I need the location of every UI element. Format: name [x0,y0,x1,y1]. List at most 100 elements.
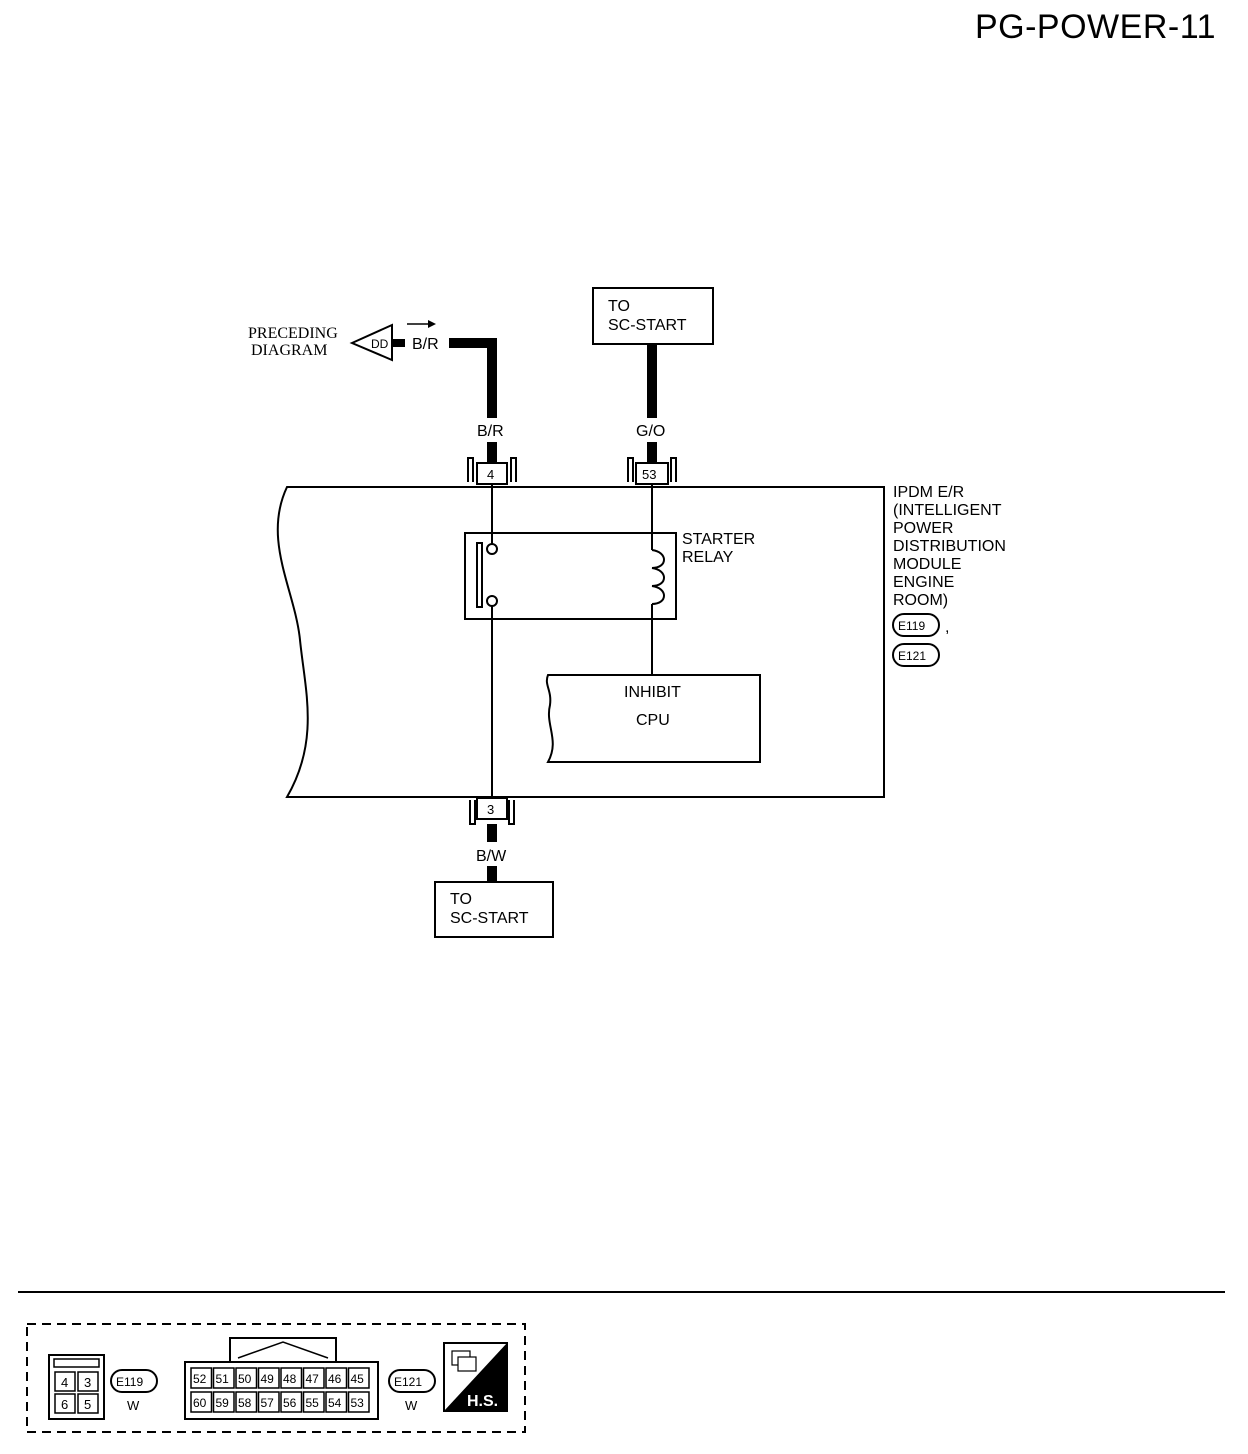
cpu-label-2: CPU [636,712,670,729]
e121-top-row: 52 51 50 49 48 47 46 45 [190,1367,370,1389]
e121-pin: 55 [306,1396,320,1410]
e121-pin-cell [325,1391,348,1413]
connector-legend-box [26,1323,526,1433]
e121-pin: 47 [306,1372,320,1386]
module-line-1: IPDM E/R [893,484,964,501]
module-line-4: DISTRIBUTION [893,538,1006,555]
module-line-2: (INTELLIGENT [893,502,1002,519]
to-sc-start-top-line2: SC-START [608,317,687,334]
e121-pin-cell [325,1367,348,1389]
connector-e121-badge[interactable] [892,643,940,667]
terminal-4-label: 4 [487,467,494,482]
e121-pin-cell [257,1391,280,1413]
legend-e121-code: E121 [394,1375,422,1389]
e121-pin-cell [302,1391,325,1413]
e121-pin: 56 [283,1396,297,1410]
e121-pin-cell [212,1367,235,1389]
e121-pin: 49 [261,1372,275,1386]
harness-symbol-label: H.S. [467,1393,498,1410]
e121-pin: 60 [193,1396,207,1410]
connector-bracket-right-3 [508,800,515,825]
e121-pin-cell [235,1367,258,1389]
e119-pin: 5 [84,1397,91,1412]
e121-pin-cell [212,1391,235,1413]
connector-bracket-left-4 [467,457,474,482]
arrow-head-icon [428,320,436,328]
e119-pin-cell [54,1393,76,1414]
e119-pin-cell [77,1393,99,1414]
e121-pin: 52 [193,1372,207,1386]
wire-label-g-o: G/O [636,423,665,440]
module-line-6: ENGINE [893,574,954,591]
module-line-7: ROOM) [893,592,948,609]
connector-bracket-left-3 [469,800,476,825]
ipdm-module-box [276,486,885,798]
wire-b-r [449,338,497,418]
legend-e121-color: W [405,1398,418,1413]
e119-pin-cell [77,1371,99,1392]
e121-pin: 46 [328,1372,342,1386]
e121-pin-cell [280,1367,303,1389]
e121-pin: 58 [238,1396,252,1410]
wire-label-b-r: B/R [477,423,504,440]
e121-pin: 57 [261,1396,275,1410]
e121-pin-cell [257,1367,280,1389]
relay-contact-top [486,543,498,555]
to-sc-start-bottom-box [434,881,554,938]
relay-label-1: STARTER [682,531,755,548]
legend-e119-code: E119 [116,1375,143,1389]
inhibit-cpu-box [545,674,761,763]
e121-pin: 59 [216,1396,230,1410]
wire-label-b-w: B/W [476,848,507,865]
e121-connector-latch [229,1337,337,1362]
e121-pin-cell [190,1367,213,1389]
connector-e121-label: E121 [898,649,926,663]
to-sc-start-bottom-line1: TO [450,891,472,908]
connector-e119-label: E119 [898,619,925,633]
relay-coil-icon [651,549,665,605]
e119-pin: 6 [61,1397,68,1412]
preceding-label-2: DIAGRAM [251,342,327,359]
to-sc-start-top-line1: TO [608,298,630,315]
relay-contact-bottom [486,595,498,607]
harness-connector-icon [457,1356,477,1372]
legend-e121-badge [388,1369,436,1393]
legend-e119-badge [110,1369,158,1393]
e121-pin: 51 [216,1372,230,1386]
connector-separator: , [945,619,949,636]
relay-switch-blade [476,542,483,608]
terminal-53-label: 53 [642,467,656,482]
e121-pin-cell [302,1367,325,1389]
e121-latch-triangle [237,1341,329,1359]
preceding-label-1: PRECEDING [248,325,338,342]
terminal-3-label: 3 [487,802,494,817]
starter-relay-box [464,532,677,620]
e119-pin: 4 [61,1375,68,1390]
terminal-3 [476,797,508,820]
module-line-5: MODULE [893,556,961,573]
harness-symbol-fill [444,1343,507,1411]
e119-pin: 3 [84,1375,91,1390]
legend-e119-color: W [127,1398,140,1413]
connector-bracket-right-4 [510,457,517,482]
e119-connector-latch [53,1358,100,1368]
e121-pin: 50 [238,1372,252,1386]
preceding-symbol: DD [371,337,389,351]
e121-pin: 54 [328,1396,342,1410]
to-sc-start-bottom-line2: SC-START [450,910,529,927]
connector-bracket-left-53 [627,457,634,482]
e121-pin-cell [347,1367,370,1389]
e121-pin: 45 [351,1372,365,1386]
connector-bracket-right-53 [670,457,677,482]
relay-label-2: RELAY [682,549,734,566]
module-line-3: POWER [893,520,953,537]
e121-pin-cell [347,1391,370,1413]
e121-pin: 53 [351,1396,365,1410]
to-sc-start-top-box [592,287,714,345]
connector-e119-badge[interactable] [892,613,940,637]
e121-pin: 48 [283,1372,297,1386]
e119-pin-cell [54,1371,76,1392]
preceding-wire-label: B/R [412,336,439,353]
e121-pin-cell [190,1391,213,1413]
